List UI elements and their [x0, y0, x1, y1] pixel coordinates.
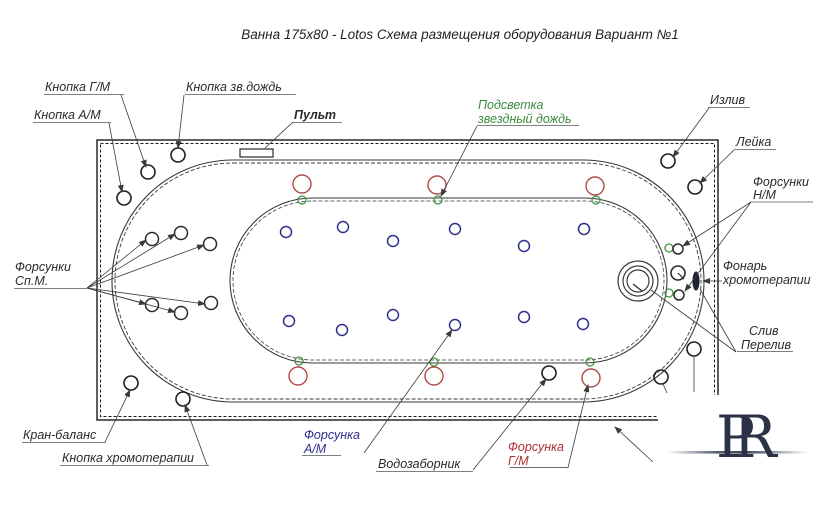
label-back-jets-line2: Сп.М. — [15, 274, 48, 288]
button-gm — [140, 164, 156, 180]
label-spout: Излив — [710, 93, 745, 107]
label-water-intake: Водозаборник — [378, 457, 461, 471]
basin-outline — [229, 197, 668, 364]
chromo-lamp-circle — [670, 265, 686, 281]
water-intake — [541, 365, 557, 381]
leader-lines — [86, 94, 752, 471]
diagram-title: Ванна 175х80 - Lotos Схема размещения об… — [241, 27, 679, 42]
overflow-chromo-lamp-icon — [692, 271, 700, 291]
balance-valve — [123, 375, 139, 391]
label-hydro-jet-line2: Г/М — [508, 454, 529, 468]
label-hand-shower: Лейка — [735, 135, 771, 149]
button-star-rain — [170, 147, 186, 163]
deck-fitting-1 — [653, 369, 669, 385]
control-panel-pult — [239, 148, 274, 158]
aero-jets-am — [279, 220, 591, 337]
bath-deck-outline — [96, 139, 719, 421]
back-jets-spm — [144, 225, 219, 321]
label-aero-jet-line2: А/М — [303, 442, 327, 456]
label-button-am: Кнопка А/М — [34, 108, 101, 122]
label-backlight-line1: Подсветка — [478, 98, 544, 112]
spout-izliv — [660, 153, 676, 169]
hand-shower-leika — [687, 179, 703, 195]
label-button-star-rain: Кнопка зв.дождь — [186, 80, 282, 94]
button-am — [116, 190, 132, 206]
label-underlines — [14, 94, 813, 472]
label-button-gm: Кнопка Г/М — [45, 80, 111, 94]
hydro-jets-gm — [288, 174, 605, 388]
label-control-panel: Пульт — [294, 108, 336, 122]
label-backlight-line2: звездный дождь — [477, 112, 572, 126]
label-chromo-lamp-line2: хромотерапии — [722, 273, 811, 287]
label-aero-jet-line1: Форсунка — [304, 428, 360, 442]
label-balance-valve: Кран-баланс — [23, 428, 97, 442]
button-chromotherapy — [175, 391, 191, 407]
deck-fitting-2 — [686, 341, 702, 357]
logo-letter-p: P — [716, 403, 755, 471]
label-back-jets-line1: Форсунки — [15, 260, 71, 274]
pr-logo: P R — [658, 395, 836, 471]
label-foot-jets-line1: Форсунки — [753, 175, 809, 189]
backlight-points — [294, 195, 674, 367]
apron-pointer-arrow — [614, 426, 654, 463]
tub-rim-outline — [111, 159, 705, 403]
label-hydro-jet-line1: Форсунка — [508, 440, 564, 454]
logo-letter-r: R — [733, 403, 779, 471]
label-foot-jets-line2: Н/М — [753, 188, 777, 202]
label-drain-line2: Перелив — [741, 338, 791, 352]
label-drain-line1: Слив — [749, 324, 779, 338]
label-button-chromotherapy: Кнопка хромотерапии — [62, 451, 194, 465]
drain-icon — [617, 260, 659, 302]
label-chromo-lamp-line1: Фонарь — [723, 259, 767, 273]
deck-fitting-ticks — [662, 356, 695, 394]
deck-buttons — [116, 147, 703, 407]
foot-jets-nm — [672, 243, 685, 301]
